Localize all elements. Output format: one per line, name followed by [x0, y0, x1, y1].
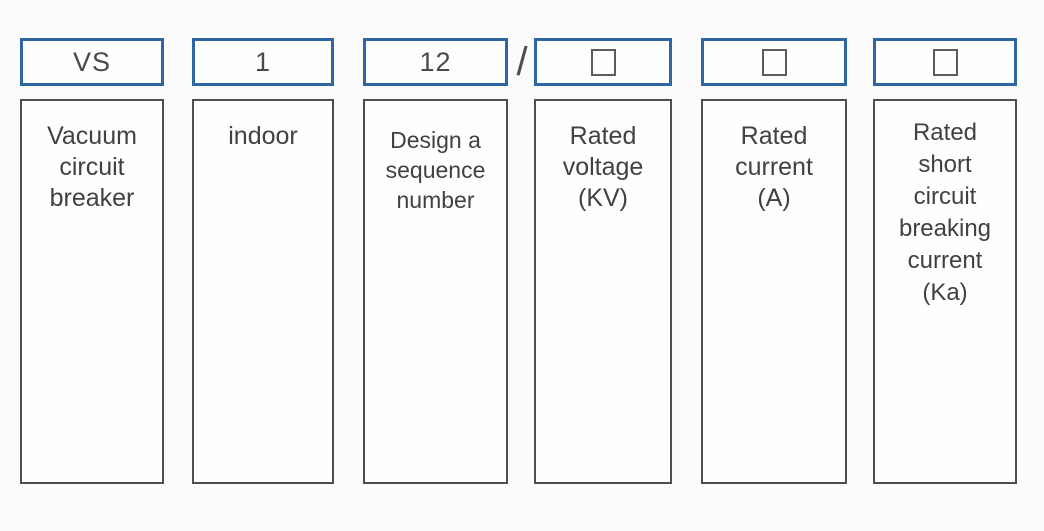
description-text: Design a sequence number — [385, 127, 486, 213]
code-box-vs: VS — [20, 38, 164, 86]
code-box-breaking-current — [873, 38, 1017, 86]
empty-square-icon — [932, 48, 958, 76]
description-text: Rated voltage (KV) — [562, 122, 644, 212]
empty-square-icon — [590, 48, 616, 76]
code-box-rated-voltage — [534, 38, 672, 86]
description-text: Vacuum circuit breaker — [47, 122, 137, 212]
description-text: indoor — [228, 122, 298, 150]
code-label: 1 — [254, 46, 272, 77]
description-box: Rated current (A) — [701, 99, 847, 484]
description-box: Rated voltage (KV) — [534, 99, 672, 484]
code-label: VS — [72, 46, 112, 77]
description-box: Rated short circuit breaking current (Ka… — [873, 99, 1017, 484]
description-box: indoor — [192, 99, 334, 484]
column-rated-short-circuit-breaking-current: Rated short circuit breaking current (Ka… — [873, 0, 1017, 531]
column-rated-voltage: Rated voltage (KV) — [534, 0, 672, 531]
column-design-sequence-number: 12 Design a sequence number — [363, 0, 508, 531]
column-vacuum-circuit-breaker: VS Vacuum circuit breaker — [20, 0, 164, 531]
empty-square-icon — [761, 48, 787, 76]
code-box-rated-current — [701, 38, 847, 86]
description-box: Design a sequence number — [363, 99, 508, 484]
description-box: Vacuum circuit breaker — [20, 99, 164, 484]
description-text: Rated short circuit breaking current (Ka… — [898, 119, 992, 306]
column-indoor: 1 indoor — [192, 0, 334, 531]
separator-slash: / — [516, 39, 528, 84]
code-label: 12 — [419, 46, 452, 77]
column-rated-current: Rated current (A) — [701, 0, 847, 531]
code-box-12: 12 — [363, 38, 508, 86]
description-text: Rated current (A) — [735, 122, 813, 212]
code-box-1: 1 — [192, 38, 334, 86]
